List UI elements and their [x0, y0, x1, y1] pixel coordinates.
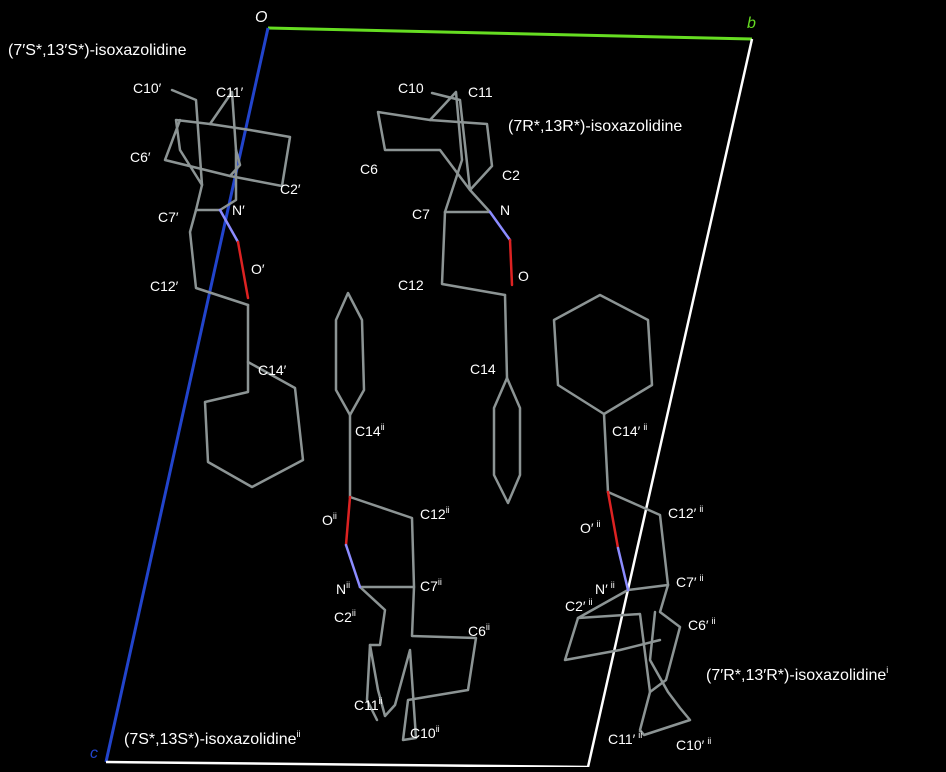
label-c12-prime-ii: C12′ii — [668, 504, 703, 521]
label-o-ii: Oii — [322, 511, 337, 528]
b-axis-label: b — [747, 15, 756, 32]
title-7s-13s-ii: (7S*,13S*)-isoxazolidineii — [124, 729, 301, 748]
label-n-prime-ii: N′ii — [595, 580, 615, 597]
label-n-prime: N′ — [232, 202, 245, 218]
molecule-7S-13S-top-left — [163, 88, 305, 489]
c-axis-line — [104, 27, 270, 763]
b-axis-line — [267, 26, 753, 41]
label-c12-prime: C12′ — [150, 278, 179, 294]
label-c6-prime: C6′ — [130, 149, 151, 165]
label-n-ii: Nii — [336, 580, 350, 597]
label-c2: C2 — [502, 167, 520, 183]
label-c6: C6 — [360, 161, 378, 177]
label-o-prime-ii: O′ii — [580, 519, 601, 536]
c-axis-label: c — [90, 745, 98, 762]
cell-edge-bottom — [105, 760, 589, 769]
label-c14-prime-ii: C14′ii — [612, 422, 647, 439]
title-7r-13r-prime-i: (7′R*,13′R*)-isoxazolidinei — [706, 665, 888, 684]
label-c6-ii: C6ii — [468, 622, 490, 639]
label-c7-prime: C7′ — [158, 209, 179, 225]
label-c10-ii: C10ii — [410, 724, 440, 741]
label-c2-prime: C2′ — [280, 181, 301, 197]
label-c14-ii: C14ii — [355, 422, 385, 439]
label-c11: C11 — [468, 84, 493, 100]
label-o-prime: O′ — [251, 261, 265, 277]
label-c14-prime: C14′ — [258, 362, 287, 378]
label-n: N — [500, 202, 510, 218]
label-c10: C10 — [398, 80, 424, 96]
label-c2-ii: C2ii — [334, 608, 356, 625]
label-c11-prime-ii: C11′ii — [608, 730, 642, 747]
label-c11-prime: C11′ — [216, 84, 244, 100]
molecule-7R-13R-top-center — [376, 90, 522, 505]
label-c10-prime-ii: C10′ii — [676, 736, 711, 753]
label-o: O — [518, 268, 529, 284]
molecule-7S-13S-ii-bottom-center — [334, 291, 478, 742]
molecule-7R-13R-prime-ii-bottom-right — [552, 293, 692, 737]
label-c7: C7 — [412, 206, 430, 222]
label-c10-prime: C10′ — [133, 80, 162, 96]
label-c7-ii: C7ii — [420, 577, 442, 594]
label-c2-prime-ii: C2′ii — [565, 597, 593, 614]
title-7s-13s-prime: (7′S*,13′S*)-isoxazolidine — [8, 42, 187, 59]
label-c12-ii: C12ii — [420, 505, 450, 522]
cell-edge-right — [586, 38, 754, 768]
label-c11-ii: C11ii — [354, 696, 383, 713]
title-7r-13r: (7R*,13R*)-isoxazolidine — [508, 118, 682, 135]
origin-label: O — [255, 9, 267, 26]
label-c14: C14 — [470, 361, 496, 377]
label-c7-prime-ii: C7′ii — [676, 573, 704, 590]
label-c6-prime-ii: C6′ii — [688, 616, 716, 633]
label-c12: C12 — [398, 277, 424, 293]
